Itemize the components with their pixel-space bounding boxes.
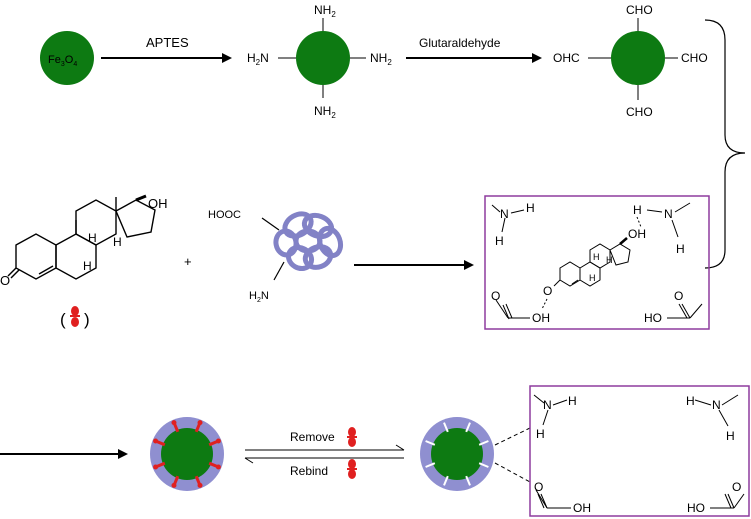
svg-text:HO: HO (687, 501, 705, 515)
template-molecule-icon (70, 306, 80, 327)
template-legend: ( ) (60, 306, 90, 329)
svg-text:H: H (686, 394, 695, 408)
glutaraldehyde-arrow: Glutaraldehyde (406, 36, 542, 63)
bound-template-head (171, 482, 177, 488)
steroid-structure (7, 194, 156, 280)
plus-sign: + (184, 254, 192, 269)
svg-text:O: O (674, 289, 683, 303)
svg-text:H: H (606, 255, 613, 265)
svg-text:O: O (534, 480, 543, 494)
svg-text:H: H (568, 394, 577, 408)
remove-template-icon (347, 427, 357, 447)
imprinted-particle-empty (420, 417, 494, 491)
empty-cavity (478, 462, 489, 468)
svg-text:NH2: NH2 (370, 51, 392, 67)
glutaraldehyde-label: Glutaraldehyde (419, 36, 501, 50)
zoom-line-top (494, 427, 531, 446)
svg-text:CHO: CHO (626, 3, 653, 17)
svg-text:Fe3O4: Fe3O4 (48, 54, 77, 68)
svg-text:H: H (593, 252, 600, 262)
fe3o4-particle: Fe3O4 (40, 31, 94, 85)
right-brace (704, 19, 746, 269)
svg-text:H: H (88, 231, 97, 245)
bound-template-head (215, 464, 221, 470)
top-amine: NH (314, 3, 331, 17)
bound-template-head (197, 420, 203, 426)
bound-template-head (171, 420, 177, 426)
svg-text:): ) (84, 310, 90, 329)
svg-text:H2N: H2N (249, 290, 269, 304)
protein-structure: HOOC H2N (208, 209, 344, 304)
svg-text:O: O (543, 284, 552, 298)
svg-text:H: H (83, 259, 92, 273)
svg-text:H: H (633, 203, 642, 217)
svg-text:HO: HO (644, 311, 662, 325)
svg-text:H: H (113, 235, 122, 249)
svg-text:O: O (732, 480, 741, 494)
zoom-line-bottom (494, 462, 531, 483)
svg-text:H: H (726, 429, 735, 443)
svg-text:OH: OH (148, 196, 168, 211)
cavity-box: N H H H N H O OH HO O (529, 385, 750, 517)
svg-text:OH: OH (532, 311, 550, 325)
svg-text:H: H (495, 234, 504, 248)
aldehyde-particle: CHO OHC CHO CHO (553, 3, 708, 119)
bound-template-head (153, 464, 159, 470)
svg-text:NH2: NH2 (314, 3, 336, 19)
svg-text:H: H (536, 427, 545, 441)
aptes-arrow: APTES (101, 35, 232, 63)
empty-cavity (443, 422, 449, 433)
svg-text:N: N (500, 207, 509, 221)
remove-label: Remove (290, 430, 335, 444)
empty-cavity (478, 440, 489, 446)
svg-text:OH: OH (573, 501, 591, 515)
empty-cavity (443, 475, 449, 486)
imprinted-particle-with-template (150, 417, 224, 491)
svg-text:OH: OH (628, 227, 646, 241)
rebind-template-icon (347, 459, 357, 479)
protein-coil (273, 211, 344, 272)
svg-text:OHC: OHC (553, 51, 580, 65)
bound-template-head (215, 438, 221, 444)
complex-box: N H H H N H OH H H H O (484, 195, 710, 330)
steroid-labels: OH H H H O (0, 196, 168, 288)
svg-text:H: H (589, 273, 596, 283)
empty-cavity (425, 462, 436, 468)
equilibrium-arrows (244, 444, 405, 464)
svg-text:H: H (676, 242, 685, 256)
empty-cavity (425, 440, 436, 446)
empty-cavity (465, 475, 471, 486)
empty-cavity (465, 422, 471, 433)
svg-text:O: O (491, 289, 500, 303)
svg-text:N: N (712, 398, 721, 412)
svg-text:(: ( (60, 310, 66, 329)
svg-text:CHO: CHO (681, 51, 708, 65)
amine-particle: NH2 H2N NH2 NH2 (247, 3, 392, 120)
svg-text:H: H (526, 201, 535, 215)
svg-text:NH2: NH2 (314, 104, 336, 120)
svg-text:CHO: CHO (626, 105, 653, 119)
rebind-label: Rebind (290, 464, 328, 478)
aptes-label: APTES (146, 35, 189, 50)
svg-text:N: N (543, 398, 552, 412)
bound-template-head (197, 482, 203, 488)
svg-text:H2N: H2N (247, 51, 269, 67)
svg-text:O: O (0, 273, 10, 288)
svg-text:HOOC: HOOC (208, 209, 241, 221)
bound-template-head (153, 438, 159, 444)
svg-text:N: N (664, 207, 673, 221)
